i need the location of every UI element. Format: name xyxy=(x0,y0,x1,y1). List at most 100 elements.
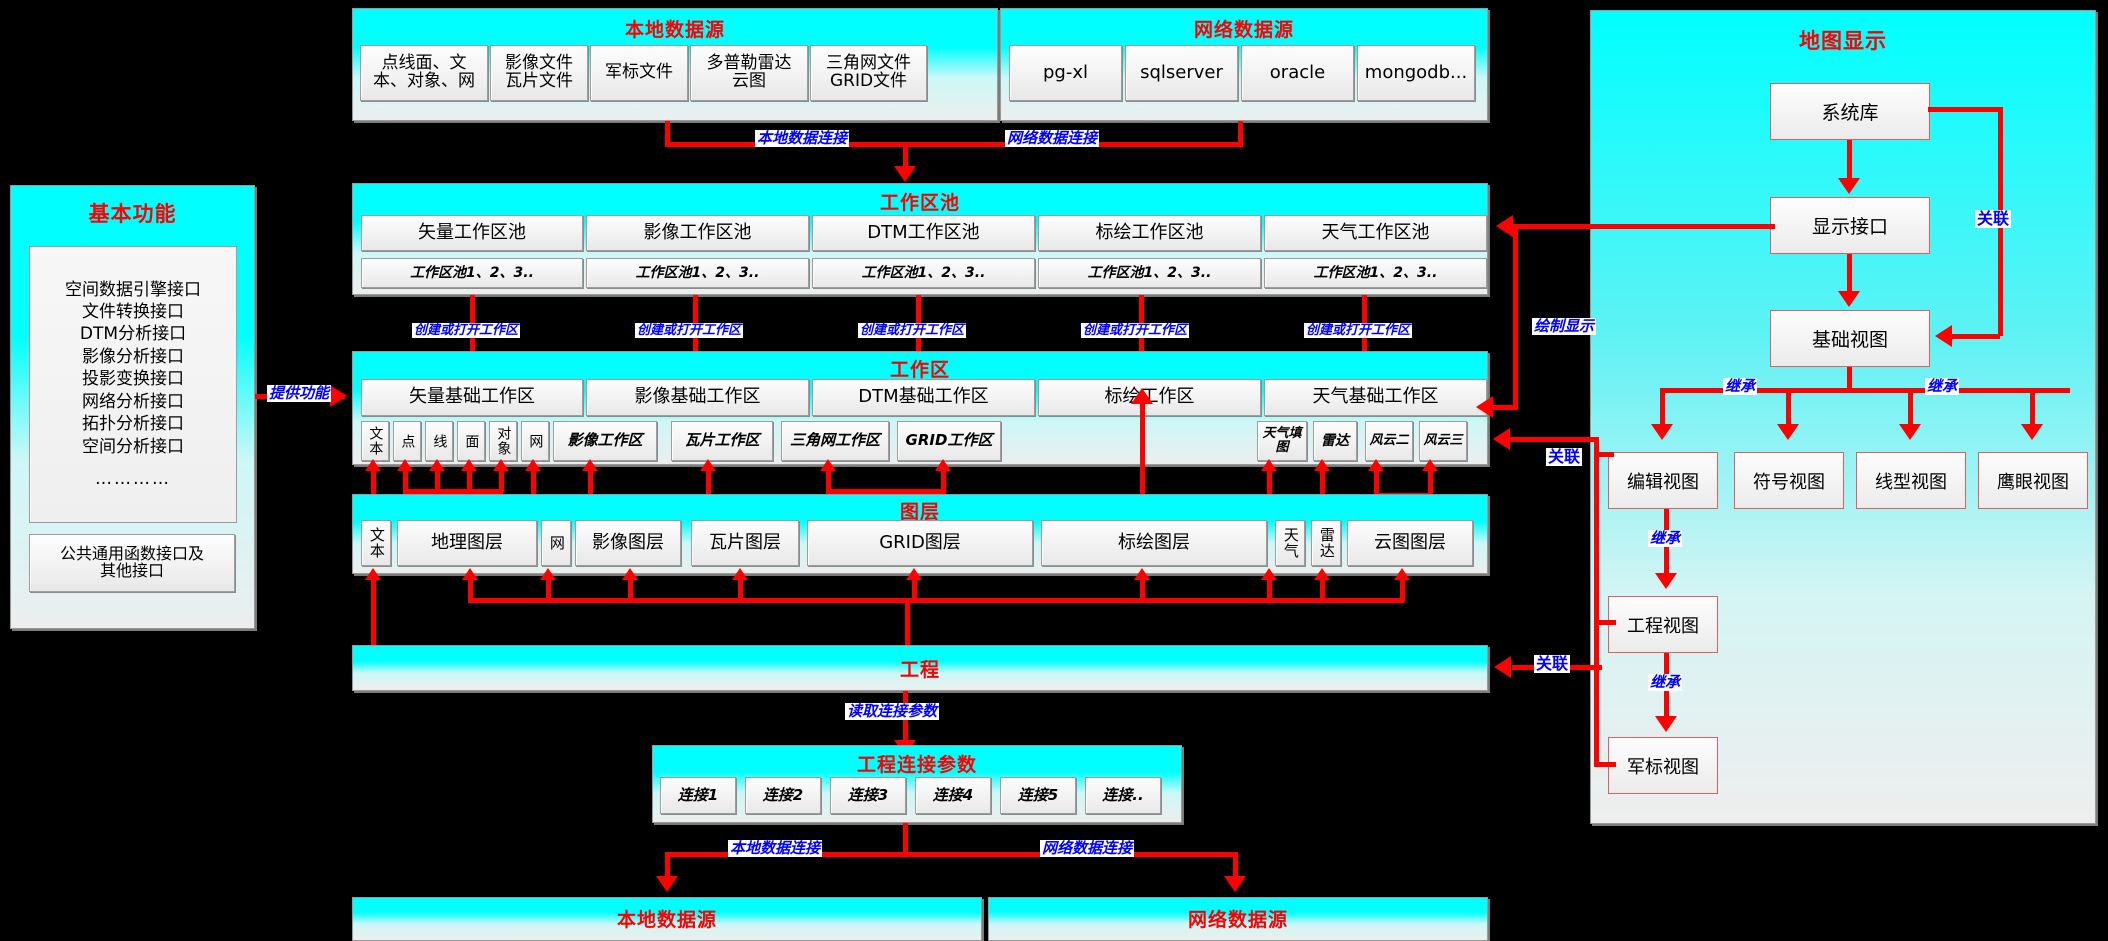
connector-inherit-2 xyxy=(1786,388,1791,428)
network-source-item-sqlserver[interactable]: sqlserver xyxy=(1125,45,1238,101)
conn-item-1[interactable]: 连接1 xyxy=(660,777,736,814)
ws-sub-object[interactable]: 对象 xyxy=(489,421,517,461)
arrow-proj-8 xyxy=(1261,568,1277,580)
workspace-title: 工作区 xyxy=(889,359,950,381)
node-project-view[interactable]: 工程视图 xyxy=(1608,596,1718,653)
ws-sub-line[interactable]: 线 xyxy=(425,421,453,461)
node-edit-view[interactable]: 编辑视图 xyxy=(1608,452,1718,509)
conn-item-2[interactable]: 连接2 xyxy=(745,777,821,814)
ws-sub-fengyun-3[interactable]: 风云三 xyxy=(1419,421,1467,461)
ws-sub-weather-fill[interactable]: 天气填图 xyxy=(1257,421,1307,461)
arrow-layer-fy2 xyxy=(1368,459,1384,471)
ws-sub-tin-workspace[interactable]: 三角网工作区 xyxy=(781,421,889,461)
connector-grid-merge xyxy=(826,489,946,494)
connector-draw-display-h1 xyxy=(1513,224,1775,229)
layer-plot[interactable]: 标绘图层 xyxy=(1041,520,1267,566)
arrow-layer-line xyxy=(429,459,445,471)
ws-sub-radar[interactable]: 雷达 xyxy=(1313,421,1357,461)
connector-proj-10 xyxy=(1400,574,1405,602)
connector-assoc-projview xyxy=(1594,620,1616,625)
edge-label-associate-syslib: 关联 xyxy=(1975,209,2012,228)
project-conn-items: 连接1 连接2 连接3 连接4 连接5 连接.. xyxy=(660,777,1161,814)
connector-proj-2 xyxy=(468,574,473,602)
ws-sub-tile-workspace[interactable]: 瓦片工作区 xyxy=(671,421,773,461)
pool-column-weather[interactable]: 天气工作区池 xyxy=(1264,215,1487,251)
layer-radar[interactable]: 雷达 xyxy=(1311,520,1341,566)
network-source-item-pg-xl[interactable]: pg-xl xyxy=(1009,45,1122,101)
ws-sub-point[interactable]: 点 xyxy=(393,421,421,461)
workspace-column-vector[interactable]: 矢量基础工作区 xyxy=(361,379,583,416)
pool-instance[interactable]: 工作区池1、2、3.. xyxy=(586,258,809,288)
item-line: GRID文件 xyxy=(829,71,908,91)
connector-local-down xyxy=(665,121,670,145)
connector-layer-grid xyxy=(941,465,946,491)
conn-item-more[interactable]: 连接.. xyxy=(1085,777,1161,814)
network-source-item-mongodb[interactable]: mongodb... xyxy=(1357,45,1475,101)
node-line-view[interactable]: 线型视图 xyxy=(1856,452,1966,509)
item-line: 多普勒雷达 xyxy=(706,53,792,74)
connector-layer-fy3 xyxy=(1428,465,1433,495)
connector-syslib-display xyxy=(1847,140,1852,182)
node-system-lib[interactable]: 系统库 xyxy=(1770,83,1930,140)
workspace-column-image[interactable]: 影像基础工作区 xyxy=(586,379,809,416)
layer-text[interactable]: 文本 xyxy=(361,520,391,566)
workspace-column-weather[interactable]: 天气基础工作区 xyxy=(1264,379,1487,416)
item-line: 瓦片文件 xyxy=(505,71,573,91)
pool-column-dtm[interactable]: DTM工作区池 xyxy=(812,215,1035,251)
pool-instance[interactable]: 工作区池1、2、3.. xyxy=(361,258,583,288)
layer-grid[interactable]: GRID图层 xyxy=(807,520,1033,566)
connector-proj-bus-down xyxy=(905,598,910,648)
common-box-line: 公共通用函数接口及 xyxy=(59,544,204,564)
edge-label-provide-function: 提供功能 xyxy=(267,384,332,402)
ws-sub-grid-workspace[interactable]: GRID工作区 xyxy=(897,421,1001,461)
layer-cloud[interactable]: 云图图层 xyxy=(1347,520,1473,566)
arrow-provide-function xyxy=(330,385,347,407)
network-source-item-oracle[interactable]: oracle xyxy=(1241,45,1354,101)
conn-item-5[interactable]: 连接5 xyxy=(1000,777,1076,814)
node-symbol-view[interactable]: 符号视图 xyxy=(1734,452,1844,509)
ws-sub-polygon[interactable]: 面 xyxy=(457,421,485,461)
arrow-draw-display-ws xyxy=(1476,396,1493,418)
layer-weather[interactable]: 天气 xyxy=(1275,520,1305,566)
conn-item-3[interactable]: 连接3 xyxy=(830,777,906,814)
common-box-line: 其他接口 xyxy=(99,561,164,580)
pool-instance[interactable]: 工作区池1、2、3.. xyxy=(812,258,1035,288)
local-source-item[interactable]: 军标文件 xyxy=(590,45,688,101)
connector-conn-down xyxy=(903,823,908,855)
ws-sub-fengyun-2[interactable]: 风云二 xyxy=(1365,421,1413,461)
workspace-column-dtm[interactable]: DTM基础工作区 xyxy=(812,379,1035,416)
ws-sub-text[interactable]: 文本 xyxy=(361,421,389,461)
node-base-view[interactable]: 基础视图 xyxy=(1770,310,1930,367)
pool-column-image[interactable]: 影像工作区池 xyxy=(586,215,809,251)
conn-item-4[interactable]: 连接4 xyxy=(915,777,991,814)
node-eagle-view[interactable]: 鹰眼视图 xyxy=(1978,452,2088,509)
common-function-interface-box[interactable]: 公共通用函数接口及 其他接口 xyxy=(29,534,235,592)
basic-function-interface-list: 空间数据引擎接口 文件转换接口 DTM分析接口 影像分析接口 投影变换接口 网络… xyxy=(29,246,237,523)
local-source-item[interactable]: 多普勒雷达 云图 xyxy=(690,45,808,101)
pool-column-plot[interactable]: 标绘工作区池 xyxy=(1038,215,1261,251)
ws-sub-net[interactable]: 网 xyxy=(521,421,549,461)
arrow-inherit-eagle xyxy=(2021,424,2043,440)
layer-net[interactable]: 网 xyxy=(541,520,571,566)
connector-layer-tin xyxy=(826,465,831,491)
arrow-local-source-bottom xyxy=(656,876,678,892)
layer-tile[interactable]: 瓦片图层 xyxy=(691,520,799,566)
node-milmark-view[interactable]: 军标视图 xyxy=(1608,737,1718,794)
pool-column-vector[interactable]: 矢量工作区池 xyxy=(361,215,583,251)
local-source-item[interactable]: 三角网文件 GRID文件 xyxy=(810,45,927,101)
layer-geographic[interactable]: 地理图层 xyxy=(397,520,537,566)
pool-instance[interactable]: 工作区池1、2、3.. xyxy=(1038,258,1261,288)
arrow-layer-polygon xyxy=(461,459,477,471)
arrow-proj-4 xyxy=(622,568,638,580)
local-source-item[interactable]: 点线面、文 本、对象、网 xyxy=(360,45,488,101)
local-source-item[interactable]: 影像文件 瓦片文件 xyxy=(490,45,588,101)
item-line: 军标文件 xyxy=(605,62,673,83)
connector-assoc-bottom xyxy=(1952,334,2000,339)
ws-sub-image-workspace[interactable]: 影像工作区 xyxy=(553,421,657,461)
pool-instance[interactable]: 工作区池1、2、3.. xyxy=(1264,258,1487,288)
layer-image[interactable]: 影像图层 xyxy=(575,520,681,566)
arrow-layer-point xyxy=(397,459,413,471)
node-display-interface[interactable]: 显示接口 xyxy=(1770,197,1930,254)
edge-label-inherit-project: 继承 xyxy=(1648,529,1683,547)
connector-proj-9 xyxy=(1320,574,1325,602)
